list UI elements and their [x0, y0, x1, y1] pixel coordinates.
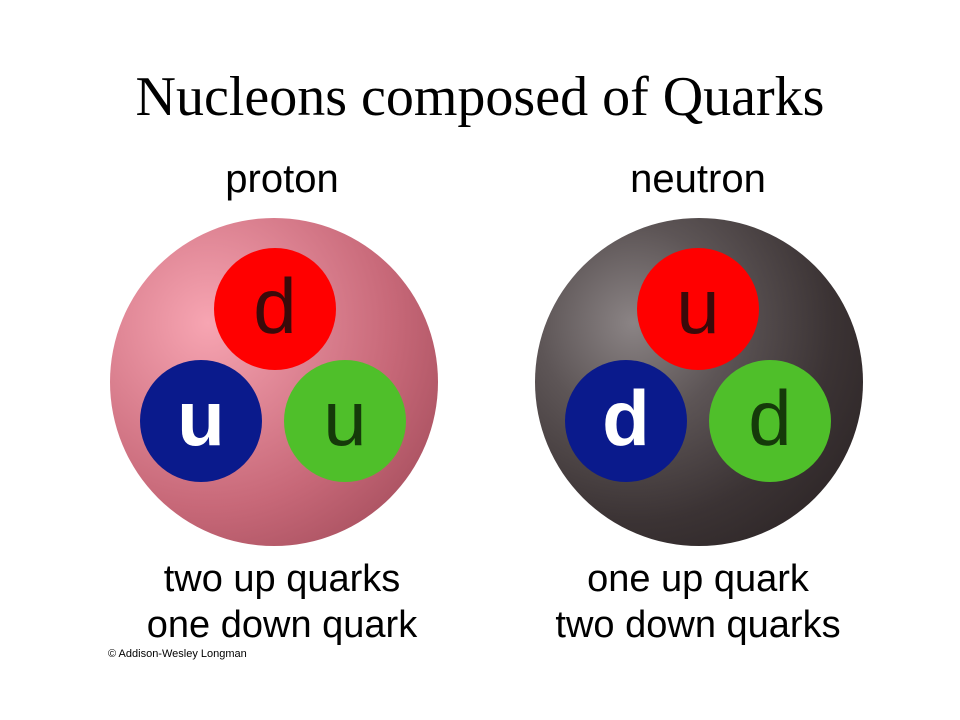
neutron-quark-right: d	[709, 360, 831, 482]
proton-sphere: d u u	[110, 218, 438, 546]
neutron-quark-right-letter: d	[748, 374, 792, 462]
proton-quark-right-letter: u	[323, 374, 367, 462]
neutron-label: neutron	[630, 157, 766, 201]
proton-caption: two up quarks one down quark	[92, 556, 472, 648]
neutron-caption-line-1: one up quark	[587, 558, 809, 600]
proton-quark-left-letter: u	[177, 374, 225, 462]
proton-quark-left: u	[140, 360, 262, 482]
neutron-sphere: u d d	[535, 218, 863, 546]
neutron-caption: one up quark two down quarks	[508, 556, 888, 648]
proton-quark-top: d	[214, 248, 336, 370]
proton-caption-line-1: two up quarks	[163, 558, 401, 600]
proton-label: proton	[225, 157, 339, 201]
proton-quark-top-letter: d	[253, 262, 297, 350]
page-title: Nucleons composed of Quarks	[135, 66, 825, 128]
proton-caption-line-2: one down quark	[146, 604, 418, 646]
proton-quark-right: u	[284, 360, 406, 482]
neutron-quark-top: u	[637, 248, 759, 370]
neutron-quark-top-letter: u	[676, 262, 720, 350]
copyright-notice: © Addison-Wesley Longman	[108, 648, 247, 660]
neutron-caption-line-2: two down quarks	[555, 604, 841, 646]
neutron-quark-left-letter: d	[602, 374, 650, 462]
neutron-quark-left: d	[565, 360, 687, 482]
